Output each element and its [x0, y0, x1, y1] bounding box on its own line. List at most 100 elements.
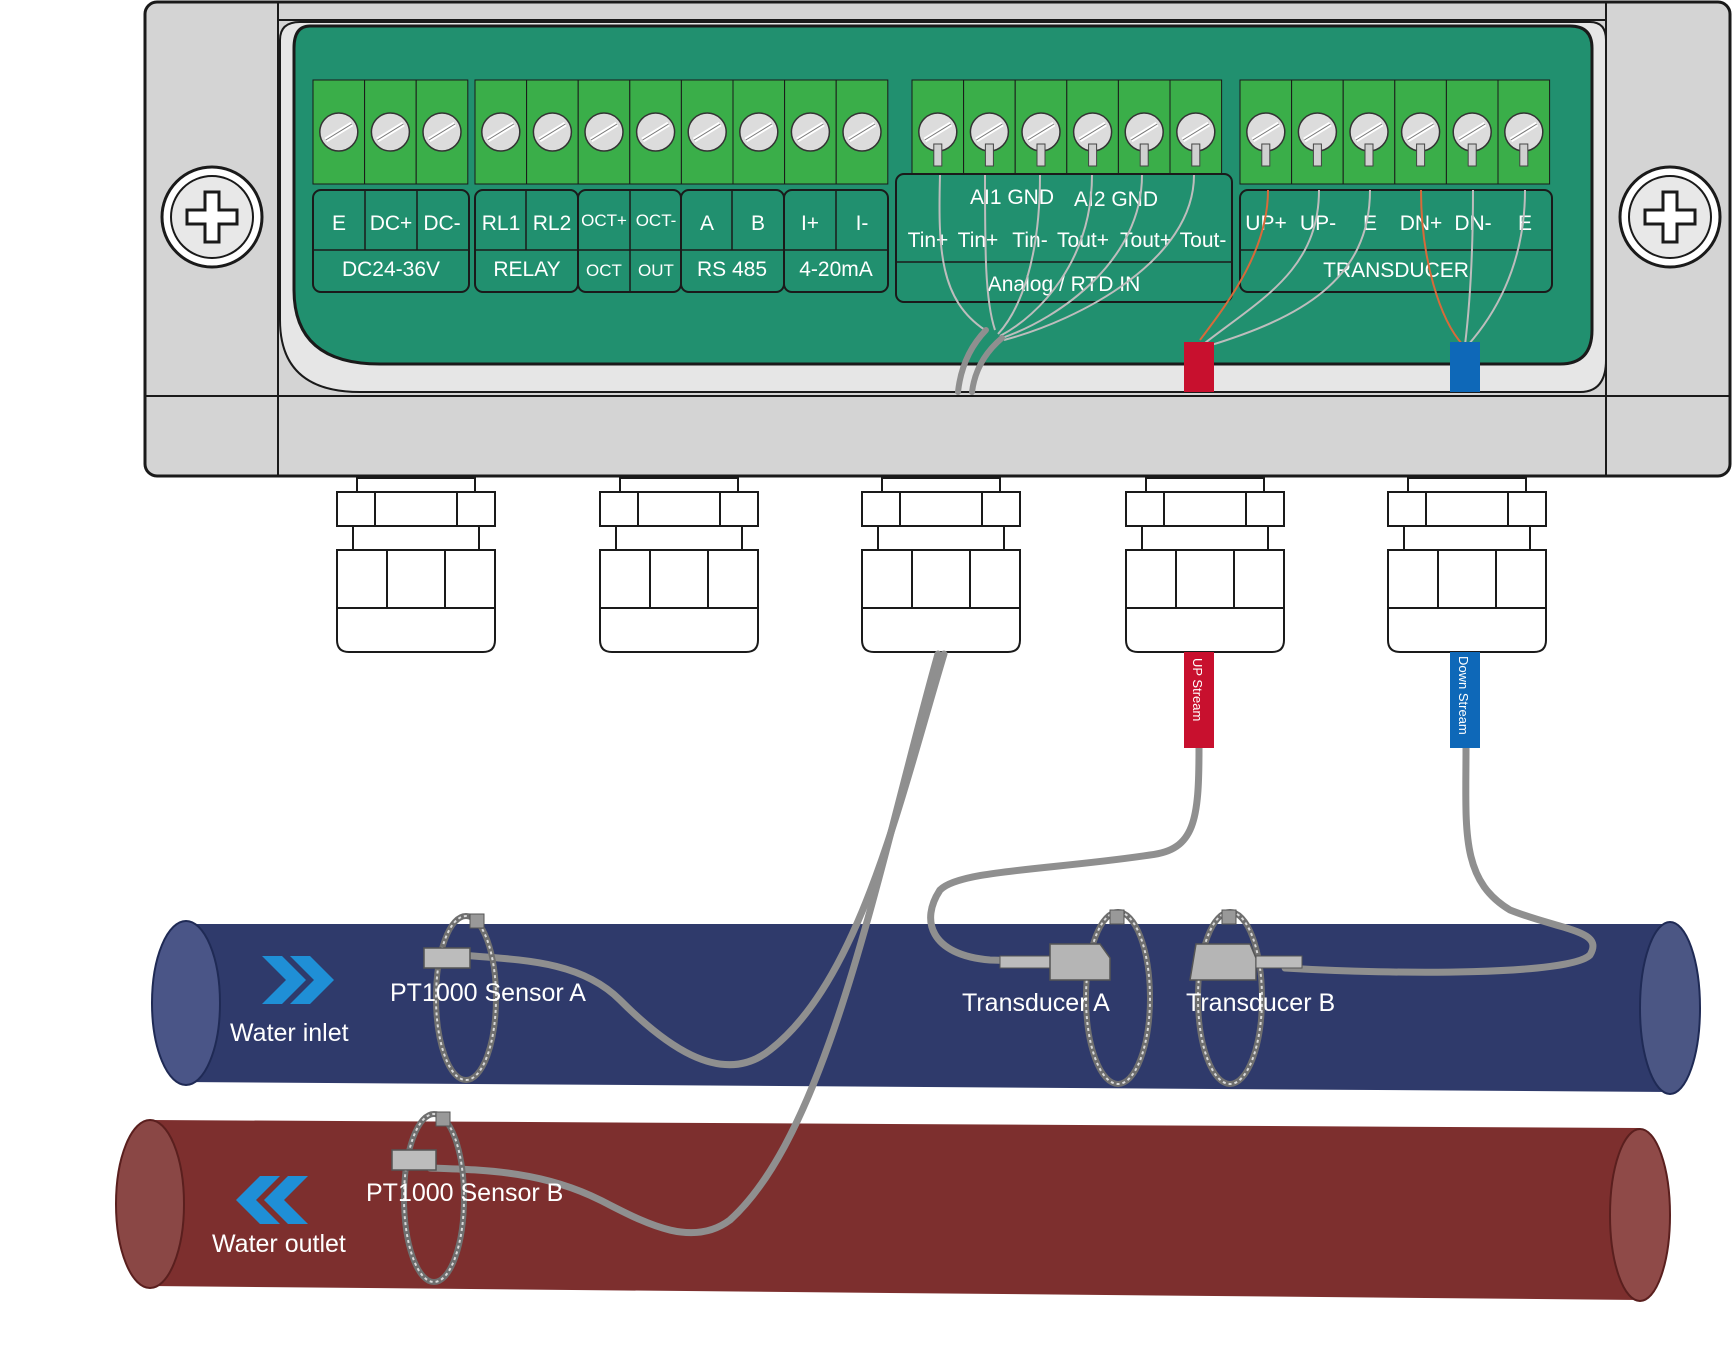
- terminal-screw-icon: [687, 112, 727, 152]
- double-chevron-right-icon: [262, 956, 334, 1004]
- external-cables: [426, 650, 1597, 1237]
- power-labels: E DC+ DC- DC24-36V: [332, 212, 461, 281]
- mount-screw-right: [1618, 165, 1722, 269]
- pt1000-sensor-b: [391, 1111, 467, 1285]
- wire-ferrule: [1467, 143, 1477, 167]
- down-stream-label: Down Stream: [1456, 656, 1471, 735]
- rs485-labels: A B RS 485: [697, 212, 767, 281]
- analog-labels: AI1 GND AI2 GND Tin+ Tin+ Tin- Tout+ Tou…: [908, 186, 1227, 296]
- terminal-label: Tin+: [908, 229, 949, 252]
- terminal-label: UP-: [1300, 212, 1336, 235]
- terminal-label: Tout+: [1120, 229, 1172, 252]
- terminal-screw-icon: [1400, 112, 1441, 152]
- cable-glands: [336, 477, 1547, 653]
- terminal-label: DN+: [1400, 212, 1443, 235]
- terminal-screw-icon: [1246, 112, 1286, 152]
- terminal-screw-icon: [1504, 112, 1544, 152]
- wire-ferrule: [1364, 143, 1374, 167]
- group-label: TRANSDUCER: [1323, 259, 1469, 282]
- oct-labels: OCT+ OCT- OCT OUT: [581, 211, 676, 280]
- terminal-label: DC+: [370, 212, 413, 235]
- analog-wires: [938, 174, 1195, 341]
- terminal-label: RL2: [533, 212, 572, 235]
- transducer-wires: [1199, 189, 1526, 347]
- group-label: RS 485: [697, 258, 767, 281]
- terminal-label: Tin+: [958, 229, 999, 252]
- mount-screw-left: [160, 165, 264, 269]
- relay-labels: RL1 RL2 RELAY: [482, 212, 572, 281]
- terminal-strip: [911, 79, 1223, 185]
- cable-gland: [336, 477, 496, 653]
- terminal-label: OCT: [586, 261, 622, 280]
- terminal-label: UP+: [1245, 212, 1286, 235]
- cross-screw-icon: [1643, 190, 1697, 244]
- terminal-strip: [1239, 79, 1551, 185]
- terminal-screw-icon: [1349, 112, 1389, 152]
- terminal-strip: [312, 79, 469, 185]
- cable-gland: [1387, 477, 1547, 653]
- cable-gland: [861, 477, 1021, 653]
- wire-ferrule: [1261, 143, 1271, 167]
- wire-ferrule: [1036, 143, 1046, 167]
- terminal-strip: [474, 79, 889, 185]
- terminal-label: I+: [801, 212, 819, 235]
- wire-ferrule: [1139, 143, 1149, 167]
- terminal-label: Tout+: [1057, 229, 1109, 252]
- wire-ferrule: [1088, 143, 1098, 167]
- wire-ferrule: [1312, 143, 1322, 167]
- water-outlet-label: Water outlet: [212, 1230, 346, 1258]
- wire-ferrule: [933, 143, 943, 167]
- terminal-label: OCT-: [636, 211, 677, 230]
- current-labels: I+ I- 4-20mA: [799, 212, 873, 281]
- analog-cable-bundle: [955, 327, 1005, 395]
- transducer-b-label: Transducer B: [1186, 989, 1335, 1017]
- terminal-screw-icon: [481, 112, 521, 152]
- up-stream-connector: [1184, 342, 1214, 392]
- terminal-screw-icon: [739, 112, 779, 152]
- wire-ferrule: [1519, 143, 1529, 167]
- cable-gland: [1125, 477, 1285, 653]
- terminal-screw-icon: [918, 112, 958, 152]
- terminal-label: E: [332, 212, 346, 235]
- water-inlet-label: Water inlet: [230, 1019, 349, 1047]
- transducer-a: [999, 909, 1153, 1087]
- terminal-label: B: [751, 212, 765, 235]
- cable-gland: [599, 477, 759, 653]
- terminal-screw-icon: [1176, 112, 1216, 152]
- wire-ferrule: [1416, 143, 1426, 167]
- down-stream-tag: Down Stream: [1450, 652, 1480, 748]
- down-stream-connector: [1450, 342, 1480, 392]
- pt1000-sensor-b-label: PT1000 Sensor B: [366, 1179, 563, 1207]
- transducer-labels: UP+ UP- E DN+ DN- E TRANSDUCER: [1245, 212, 1532, 282]
- terminal-label: DC-: [423, 212, 460, 235]
- pt1000-sensor-a: [423, 913, 499, 1083]
- terminal-screw-icon: [532, 112, 573, 152]
- terminal-label: AI2 GND: [1074, 188, 1158, 211]
- terminal-label: E: [1518, 212, 1532, 235]
- terminal-strips: [312, 79, 1551, 185]
- up-stream-tag: UP Stream: [1184, 652, 1214, 748]
- terminal-label: OCT+: [581, 211, 627, 230]
- transducer-a-label: Transducer A: [962, 989, 1110, 1017]
- terminal-screw-icon: [422, 112, 462, 152]
- terminal-label: AI1 GND: [970, 186, 1054, 209]
- wire-ferrule: [1191, 143, 1201, 167]
- transducer-b: [1189, 909, 1303, 1087]
- up-stream-label: UP Stream: [1190, 658, 1205, 721]
- pt1000-sensor-a-label: PT1000 Sensor A: [390, 979, 586, 1007]
- terminal-screw-icon: [635, 112, 676, 152]
- group-label: DC24-36V: [342, 258, 440, 281]
- terminal-screw-icon: [1072, 112, 1113, 152]
- outlet-pipe: [115, 1119, 1671, 1302]
- group-label: RELAY: [493, 258, 560, 281]
- terminal-screw-icon: [1452, 112, 1492, 152]
- double-chevron-left-icon: [236, 1176, 308, 1224]
- terminal-label: A: [700, 212, 714, 235]
- terminal-label: Tout-: [1180, 229, 1227, 252]
- terminal-screw-icon: [584, 112, 624, 152]
- terminal-screw-icon: [790, 112, 831, 152]
- cross-screw-icon: [185, 190, 239, 244]
- terminal-screw-icon: [319, 112, 359, 152]
- terminal-label: OUT: [638, 261, 674, 280]
